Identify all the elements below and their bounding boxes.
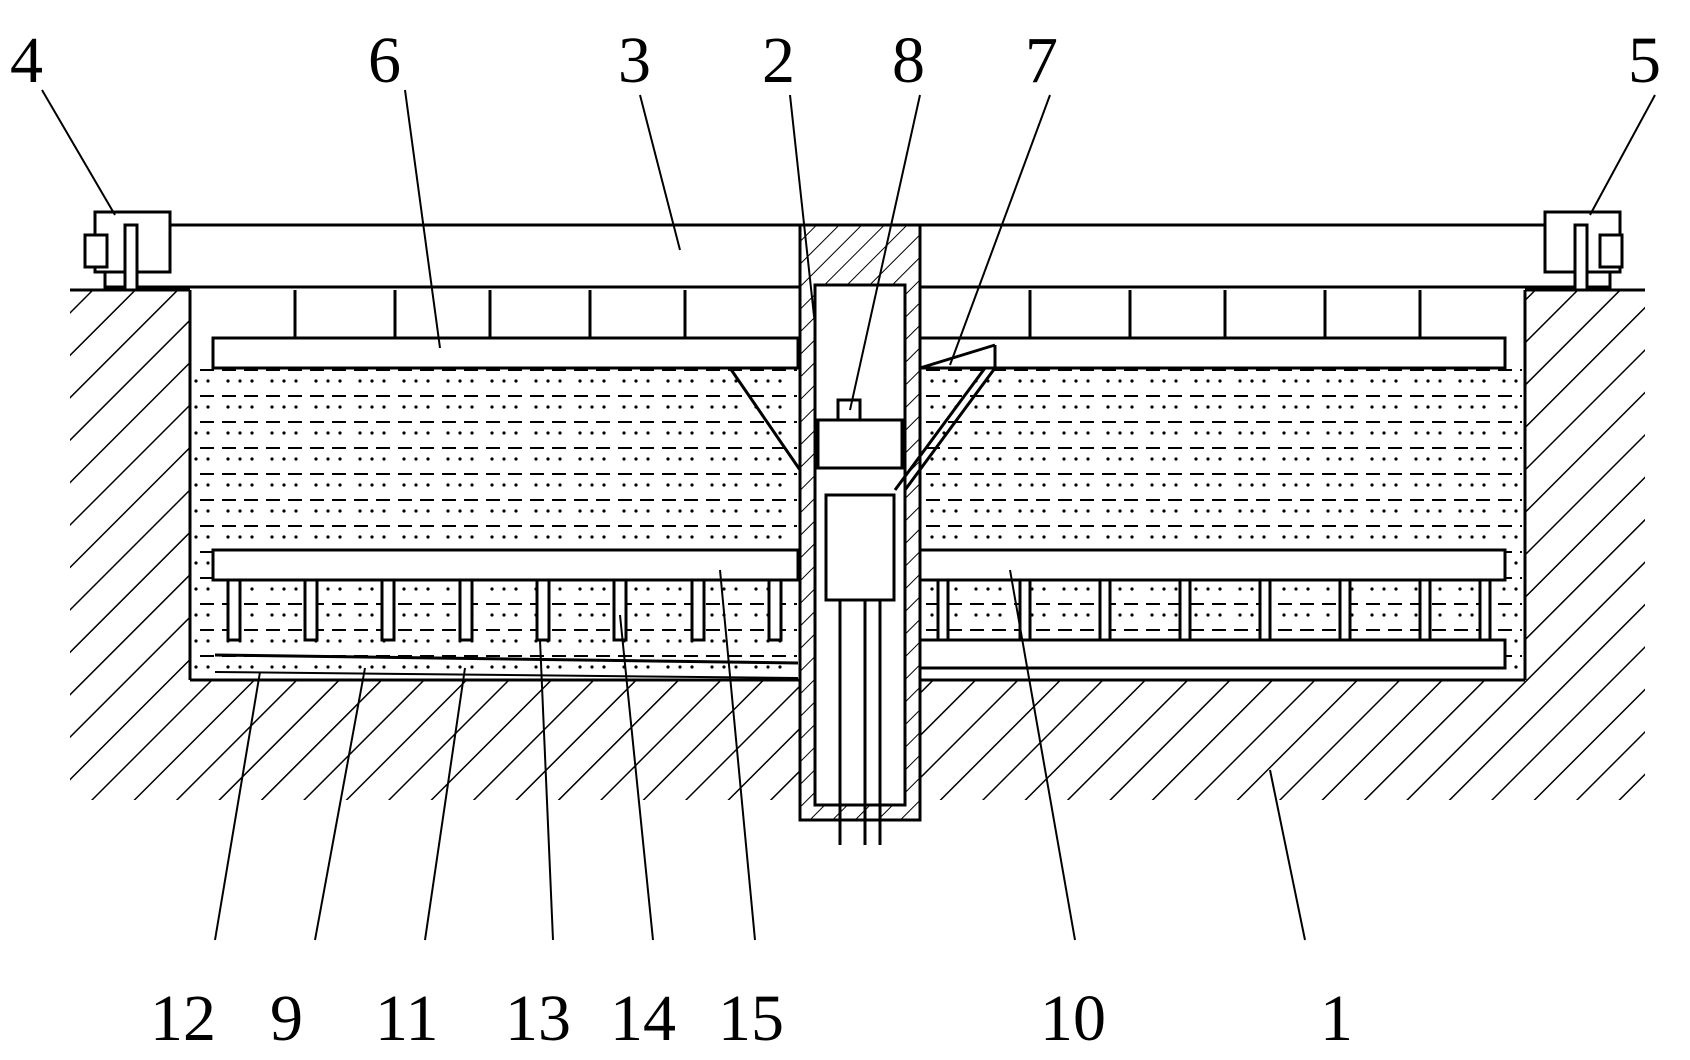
label-7: 7 bbox=[1025, 24, 1058, 97]
lower-distribution-pipe bbox=[211, 548, 1507, 670]
label-13: 13 bbox=[505, 982, 571, 1055]
label-6: 6 bbox=[368, 24, 401, 97]
label-5: 5 bbox=[1628, 24, 1661, 97]
label-15: 15 bbox=[718, 982, 784, 1055]
grating-posts bbox=[293, 290, 1422, 338]
left-nozzles bbox=[226, 578, 783, 642]
ground-soil bbox=[70, 288, 1645, 820]
funnel-collector bbox=[728, 343, 997, 491]
label-11: 11 bbox=[375, 982, 439, 1055]
label-12: 12 bbox=[150, 982, 216, 1055]
leader-lines bbox=[41, 89, 1656, 941]
upper-skimmer-plate bbox=[211, 336, 1507, 370]
label-2: 2 bbox=[762, 24, 795, 97]
label-9: 9 bbox=[270, 982, 303, 1055]
right-nozzles bbox=[936, 578, 1492, 642]
label-8: 8 bbox=[892, 24, 925, 97]
component-labels: 4 6 3 2 8 7 5 12 9 11 13 14 15 10 1 bbox=[10, 24, 1661, 1055]
label-10: 10 bbox=[1040, 982, 1106, 1055]
left-wheel-bracket bbox=[83, 210, 172, 292]
label-4: 4 bbox=[10, 24, 43, 97]
bottom-scraper bbox=[214, 653, 799, 679]
top-grating-beam bbox=[103, 223, 1612, 338]
central-column bbox=[798, 223, 922, 845]
label-3: 3 bbox=[618, 24, 651, 97]
label-14: 14 bbox=[610, 982, 676, 1055]
right-wheel-bracket bbox=[1543, 210, 1624, 292]
label-1: 1 bbox=[1320, 982, 1353, 1055]
